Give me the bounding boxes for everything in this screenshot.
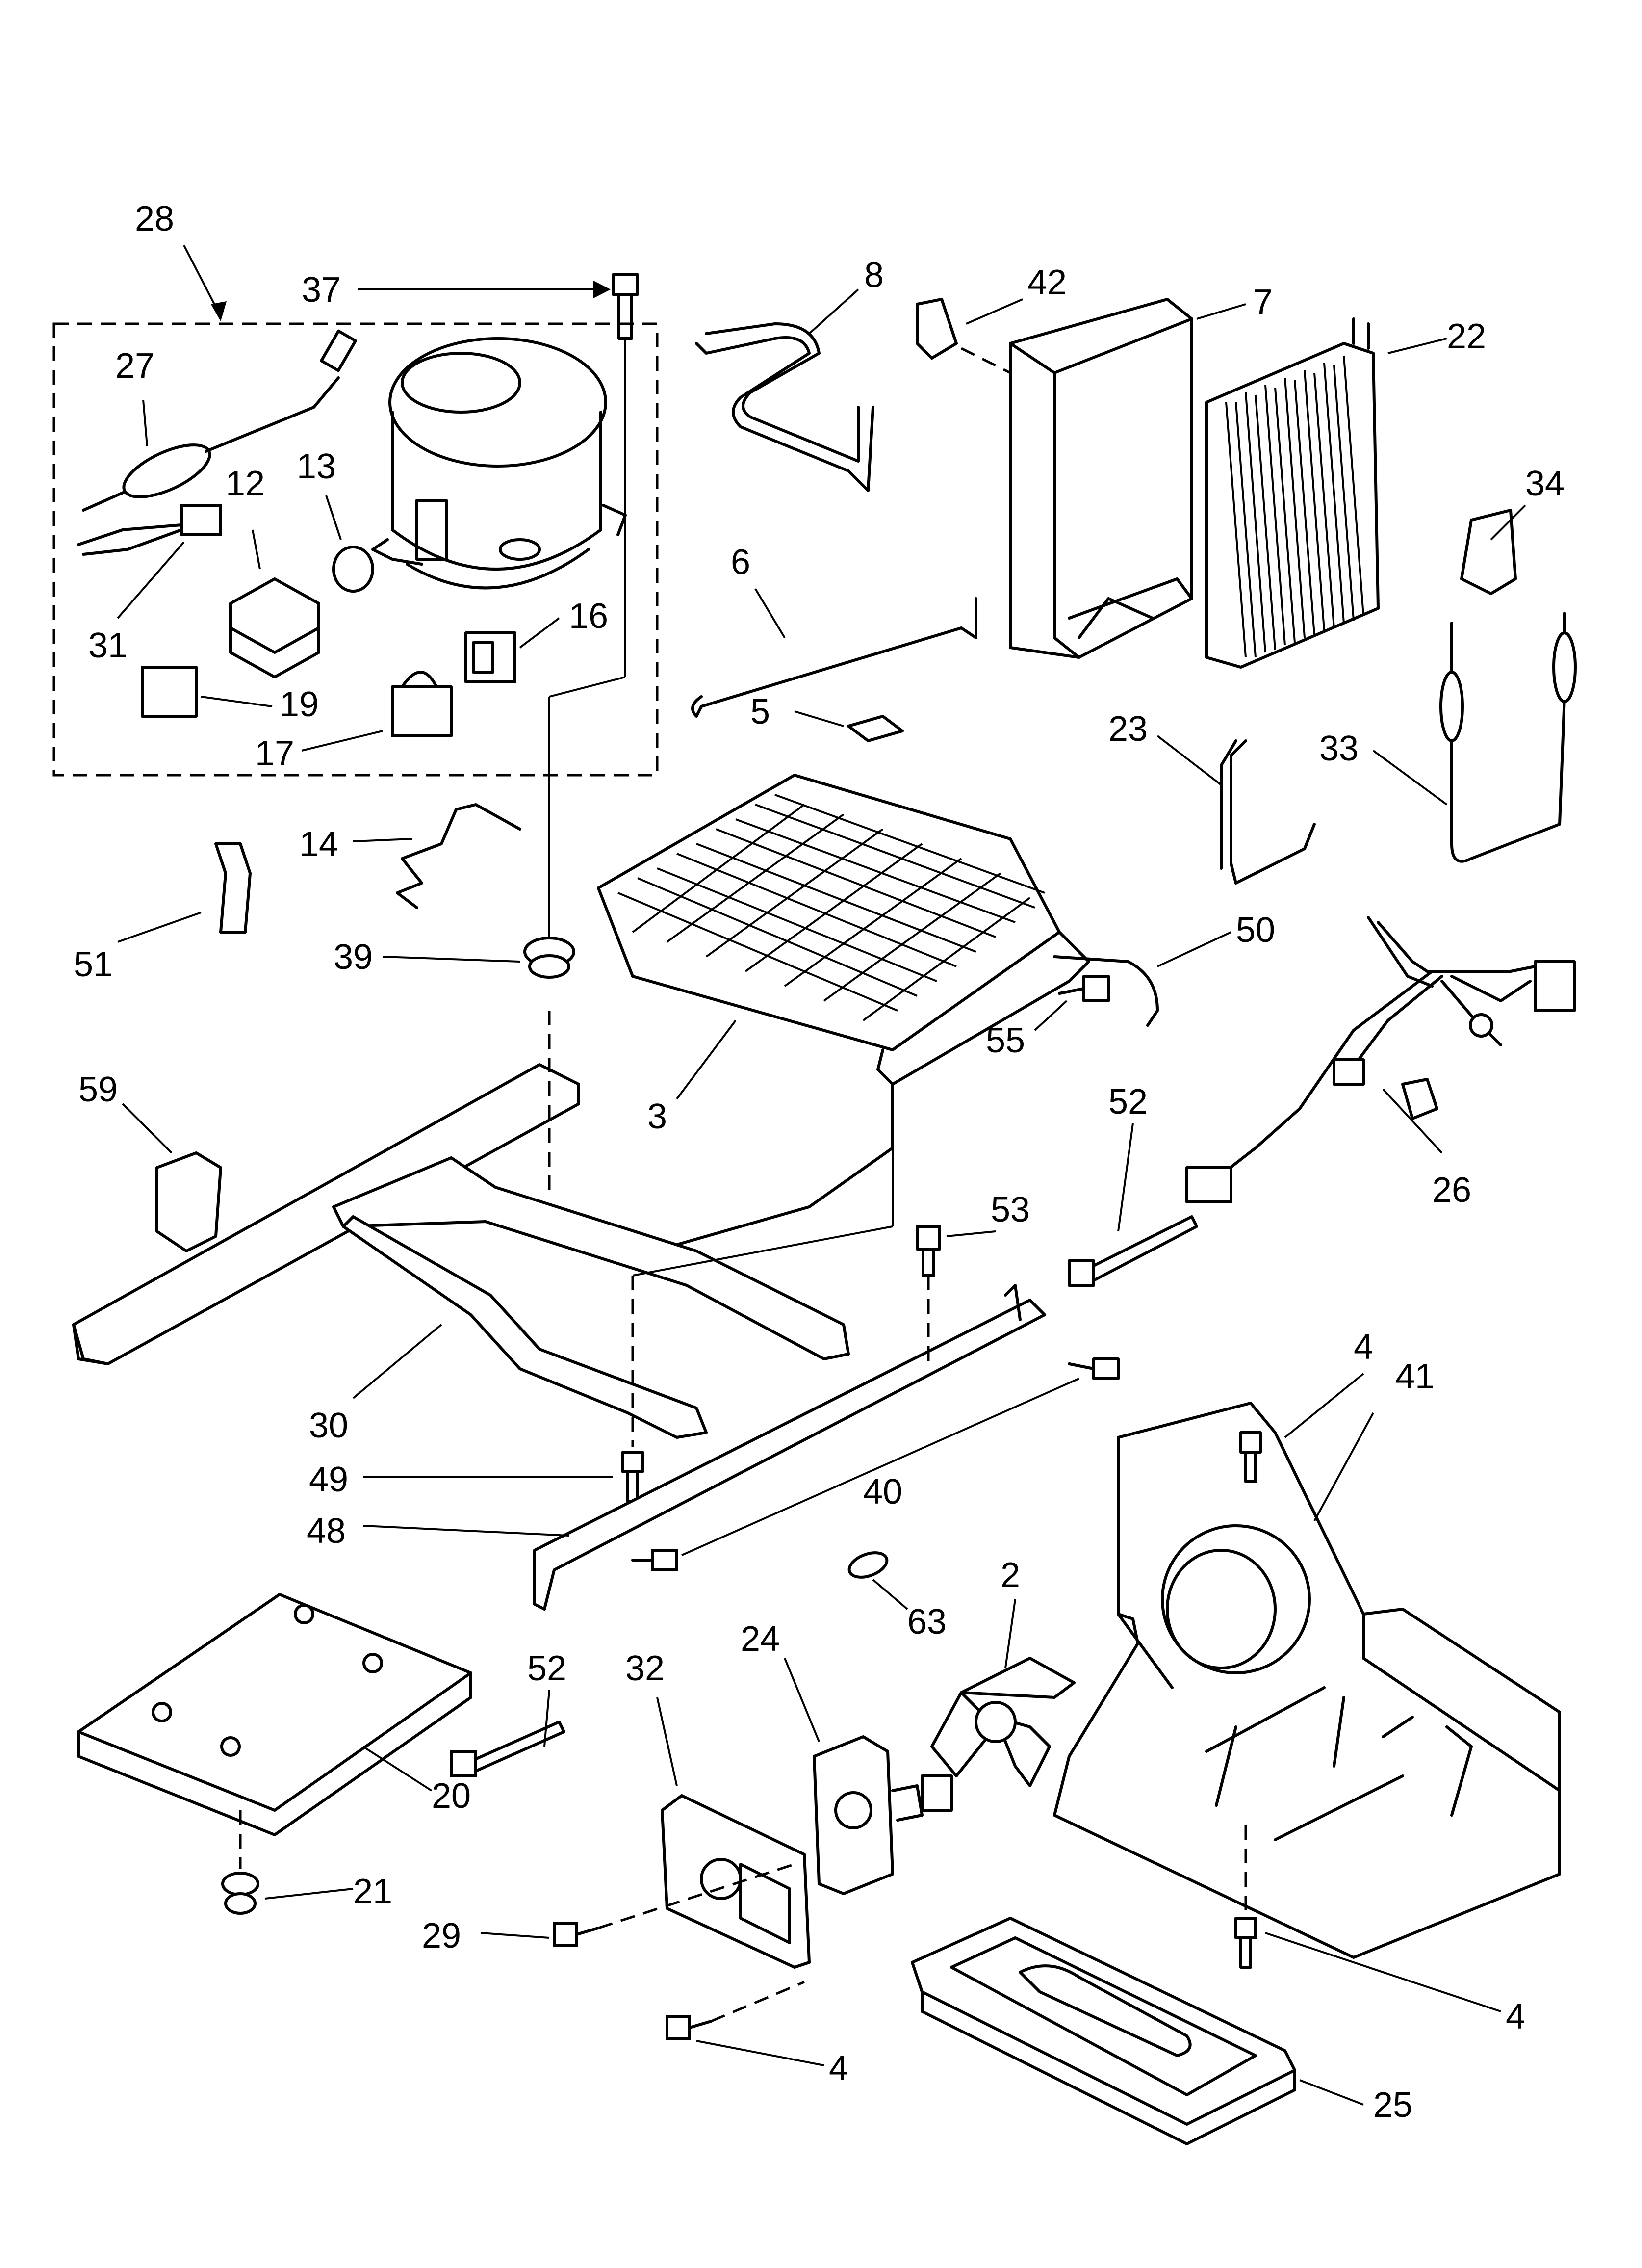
callout-23: 23: [1108, 709, 1148, 749]
callout-26: 26: [1432, 1171, 1471, 1210]
part-63: [847, 1551, 908, 1610]
part-39: [382, 937, 575, 979]
part-40: [631, 1357, 1120, 1571]
part-12: [229, 529, 320, 678]
callout-25: 25: [1373, 2086, 1412, 2125]
part-52-tie-b: [450, 1690, 565, 1777]
part-53: [916, 1225, 996, 1364]
part-34: [1460, 504, 1526, 595]
part-32: [656, 1697, 811, 1969]
callout-53: 53: [991, 1190, 1030, 1229]
part-52-tie-a: [1068, 1123, 1198, 1287]
part-14: [353, 803, 521, 909]
callout-55: 55: [986, 1021, 1025, 1060]
bolt-49: [363, 1148, 894, 1503]
callout-32: 32: [625, 1649, 665, 1688]
screw-29: [480, 1863, 795, 1947]
callout-63: 63: [907, 1602, 947, 1642]
callout-24: 24: [741, 1619, 780, 1659]
callout-13: 13: [297, 447, 336, 486]
part-50: [1053, 931, 1232, 1027]
callout-6: 6: [731, 543, 750, 582]
part-3: [597, 774, 1090, 1257]
callout-39: 39: [334, 938, 373, 977]
part-48: [362, 1284, 1046, 1611]
part-6: [691, 588, 977, 718]
callout-3: 3: [647, 1097, 667, 1136]
screw-4-right: [1234, 1825, 1501, 2012]
callout-14: 14: [299, 825, 338, 864]
part-22: [1205, 317, 1447, 669]
callout-17: 17: [255, 734, 294, 773]
screw-4-bottom: [666, 1981, 824, 2066]
part-21: [221, 1810, 354, 1915]
callout-5: 5: [750, 692, 770, 731]
callout-52-b: 52: [527, 1649, 566, 1688]
part-41: [1053, 1402, 1561, 1959]
callout-41: 41: [1395, 1357, 1435, 1396]
callout-50: 50: [1236, 911, 1275, 950]
part-27: [82, 329, 357, 512]
compressor: [371, 337, 627, 590]
part-8: [695, 288, 874, 492]
callout-37: 37: [302, 270, 341, 310]
part-25: [911, 1917, 1364, 2145]
part-20: [77, 1593, 472, 1836]
callout-52-a: 52: [1108, 1082, 1148, 1121]
part-55: [1034, 975, 1110, 1031]
callout-20: 20: [432, 1776, 471, 1816]
callout-29: 29: [422, 1916, 461, 1955]
callout-8: 8: [864, 256, 884, 295]
callout-59: 59: [78, 1070, 118, 1109]
callout-22: 22: [1447, 317, 1486, 356]
callout-48: 48: [307, 1512, 346, 1551]
callout-49: 49: [309, 1460, 348, 1499]
callout-16: 16: [569, 597, 608, 636]
callout-51: 51: [74, 945, 113, 984]
callout-2: 2: [1001, 1556, 1020, 1595]
callout-27: 27: [115, 346, 154, 386]
part-17: [301, 671, 453, 752]
part-24: [784, 1658, 953, 1895]
callout-33: 33: [1319, 729, 1359, 768]
callout-12: 12: [226, 464, 265, 503]
callout-labels: 28 37 8 42 7 22 27 12 13 31 16 19 17 6 5…: [74, 199, 1565, 2125]
part-7: [1009, 298, 1246, 659]
callout-7: 7: [1253, 283, 1273, 322]
callout-21: 21: [353, 1872, 392, 1911]
part-59: [122, 1103, 222, 1252]
part-30: [72, 1011, 850, 1439]
bolt-37: [358, 273, 639, 947]
part-16: [464, 617, 560, 683]
part-31: [77, 504, 222, 619]
part-42: [916, 298, 1023, 374]
callout-40: 40: [863, 1472, 902, 1512]
callout-28: 28: [135, 199, 174, 238]
part-5: [794, 710, 904, 742]
part-19: [141, 666, 273, 718]
bolt-4-top: [1239, 1373, 1364, 1483]
part-23: [1156, 735, 1316, 885]
part-2: [930, 1599, 1076, 1787]
callout-4-right: 4: [1506, 1997, 1525, 2036]
callout-4-top: 4: [1354, 1328, 1373, 1367]
callout-42: 42: [1027, 263, 1067, 302]
part-33: [1372, 612, 1577, 863]
callout-19: 19: [280, 685, 319, 724]
part-13: [325, 495, 374, 593]
compressor-kit-group: [52, 245, 659, 777]
part-26: [1185, 916, 1576, 1203]
callout-34: 34: [1525, 464, 1565, 503]
callout-31: 31: [88, 626, 128, 665]
part-51: [117, 842, 252, 943]
callout-4-bottom: 4: [829, 2049, 848, 2088]
callout-30: 30: [309, 1406, 348, 1445]
